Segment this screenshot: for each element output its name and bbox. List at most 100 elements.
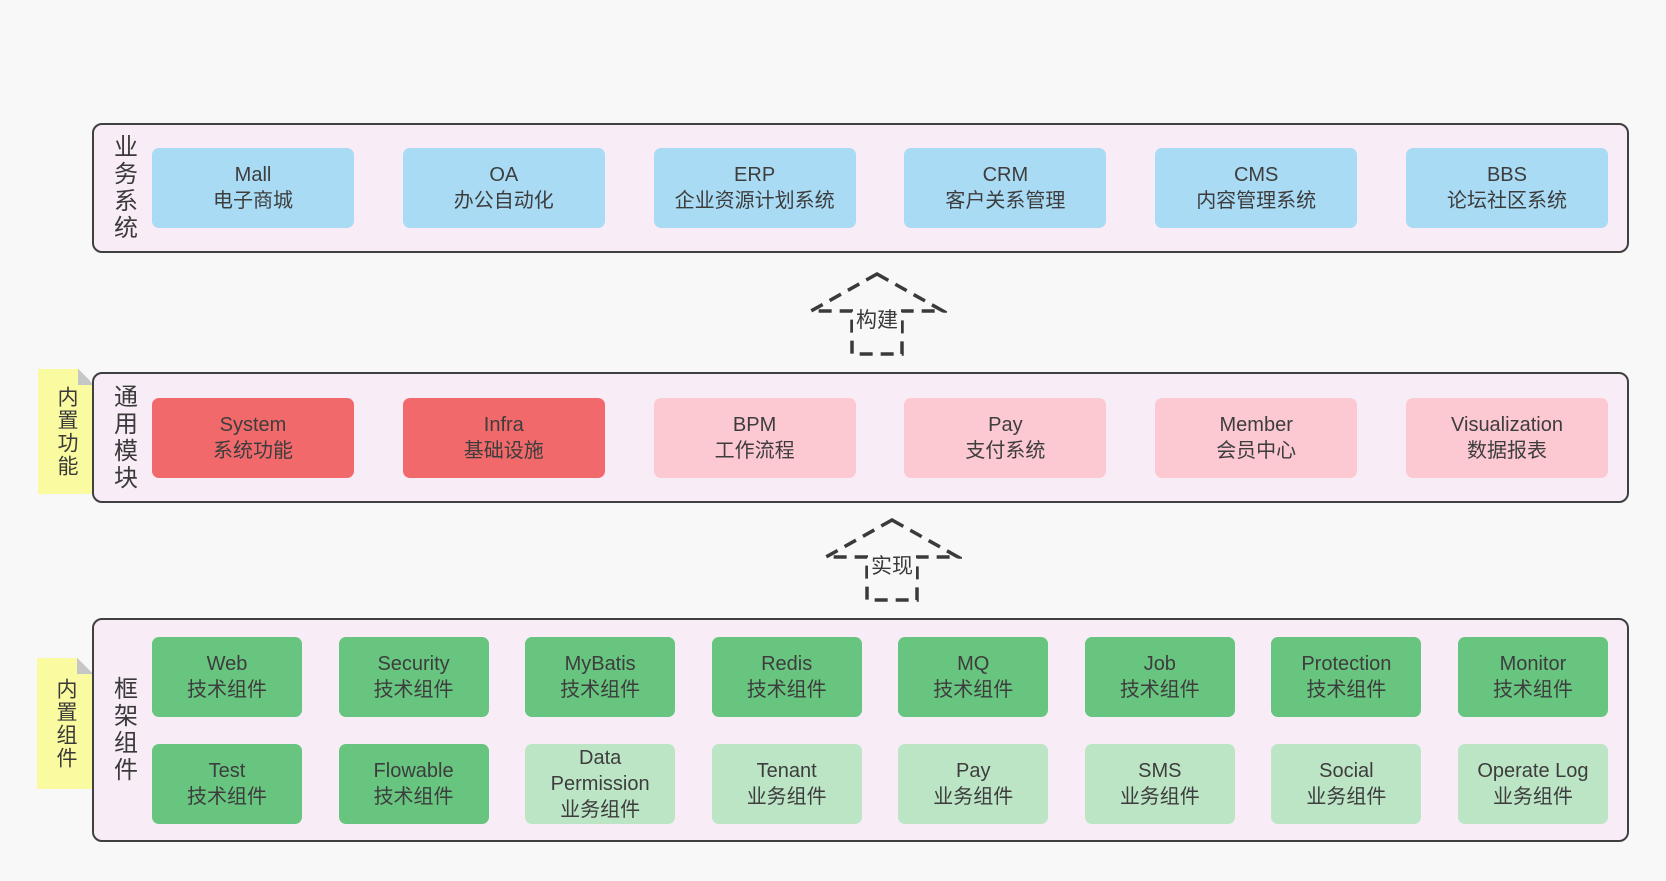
sticky-note-builtin-features: 内置功能 <box>38 369 94 494</box>
box-job: Job 技术组件 <box>1084 636 1235 717</box>
business-systems-box-row: Mall 电子商城 OA 办公自动化 ERP 企业资源计划系统 CRM 客户关系… <box>152 125 1627 251</box>
box-subtitle: 业务组件 <box>746 785 827 808</box>
box-title: Operate Log <box>1477 759 1589 782</box>
box-oa: OA 办公自动化 <box>402 148 605 228</box>
box-crm: CRM 客户关系管理 <box>904 148 1107 228</box>
note-text: 内置组件 <box>54 677 77 770</box>
box-title: Test <box>208 759 246 782</box>
box-subtitle: 支付系统 <box>965 439 1046 462</box>
box-subtitle: 客户关系管理 <box>945 190 1066 212</box>
box-tenant: Tenant 业务组件 <box>711 743 862 824</box>
box-title: Infra <box>483 413 524 436</box>
box-monitor: Monitor 技术组件 <box>1457 636 1608 717</box>
box-flowable: Flowable 技术组件 <box>338 743 489 824</box>
box-cms: CMS 内容管理系统 <box>1155 148 1358 228</box>
box-title: Pay <box>956 759 991 782</box>
box-title: Mall <box>234 164 272 186</box>
box-web: Web 技术组件 <box>152 636 302 717</box>
layer-framework-components: 框架组件 Web 技术组件 Security 技术组件 MyBatis 技术组件… <box>92 618 1629 842</box>
box-bpm: BPM 工作流程 <box>653 397 856 478</box>
box-title: MQ <box>957 652 990 675</box>
box-title: Tenant <box>756 759 817 782</box>
box-subtitle: 技术组件 <box>187 785 267 808</box>
box-subtitle: 电子商城 <box>213 190 293 212</box>
box-title: Protection <box>1301 652 1392 675</box>
box-title: SMS <box>1138 759 1182 782</box>
box-subtitle: 系统功能 <box>213 439 293 462</box>
box-subtitle: 技术组件 <box>187 678 267 701</box>
box-title: BBS <box>1486 164 1527 186</box>
box-subtitle: 技术组件 <box>1119 678 1200 701</box>
box-subtitle: 办公自动化 <box>453 190 554 212</box>
box-data-permission: Data Permission 业务组件 <box>525 743 676 824</box>
box-title: Visualization <box>1451 413 1563 436</box>
box-title: Security <box>377 652 450 675</box>
box-subtitle: 会员中心 <box>1216 439 1297 462</box>
box-system: System 系统功能 <box>152 397 354 478</box>
layer-common-modules: 通用模块 System 系统功能 Infra 基础设施 BPM 工作流程 Pay… <box>92 372 1629 503</box>
box-title: CRM <box>982 164 1029 186</box>
box-subtitle: 技术组件 <box>933 678 1014 701</box>
box-subtitle: 技术组件 <box>373 678 454 701</box>
framework-components-row-1: Web 技术组件 Security 技术组件 MyBatis 技术组件 Redi… <box>152 636 1608 717</box>
box-subtitle: 技术组件 <box>1306 678 1387 701</box>
layer-label-common-modules: 通用模块 <box>109 383 137 492</box>
box-mybatis: MyBatis 技术组件 <box>525 636 676 717</box>
box-member: Member 会员中心 <box>1155 397 1358 478</box>
arrow-implement-label: 实现 <box>868 550 916 580</box>
box-pay-component: Pay 业务组件 <box>898 743 1049 824</box>
box-title: Web <box>206 652 248 675</box>
box-title: ERP <box>734 164 776 186</box>
box-sms: SMS 业务组件 <box>1084 743 1235 824</box>
box-subtitle: 论坛社区系统 <box>1446 190 1567 212</box>
box-title: Pay <box>988 413 1023 436</box>
folded-corner-icon <box>77 658 93 674</box>
layer-label-framework-components: 框架组件 <box>109 676 137 784</box>
box-subtitle: 业务组件 <box>1306 785 1387 808</box>
box-title: MyBatis <box>564 652 636 675</box>
note-text: 内置功能 <box>55 385 78 478</box>
layer-business-systems: 业务系统 Mall 电子商城 OA 办公自动化 ERP 企业资源计划系统 CRM… <box>92 123 1629 253</box>
box-subtitle: 业务组件 <box>1492 785 1573 808</box>
box-subtitle: 业务组件 <box>560 798 641 821</box>
box-bbs: BBS 论坛社区系统 <box>1405 148 1608 228</box>
box-subtitle: 工作流程 <box>714 439 795 462</box>
box-subtitle: 内容管理系统 <box>1196 190 1317 212</box>
box-redis: Redis 技术组件 <box>711 636 862 717</box>
box-title: System <box>219 413 287 436</box>
arrow-implement: 实现 <box>822 517 962 603</box>
box-subtitle: 业务组件 <box>933 785 1014 808</box>
box-pay: Pay 支付系统 <box>904 397 1107 478</box>
box-subtitle: 技术组件 <box>560 678 641 701</box>
box-subtitle: 技术组件 <box>1492 678 1573 701</box>
box-title: BPM <box>732 413 777 436</box>
box-title: OA <box>489 164 519 186</box>
box-subtitle: 技术组件 <box>746 678 827 701</box>
framework-components-rows: Web 技术组件 Security 技术组件 MyBatis 技术组件 Redi… <box>152 620 1627 840</box>
box-protection: Protection 技术组件 <box>1271 636 1422 717</box>
box-subtitle: 企业资源计划系统 <box>674 190 835 212</box>
box-social: Social 业务组件 <box>1271 743 1422 824</box>
box-test: Test 技术组件 <box>152 743 302 824</box>
box-title: CMS <box>1233 164 1279 186</box>
box-title: Data Permission <box>550 746 650 795</box>
box-erp: ERP 企业资源计划系统 <box>653 148 856 228</box>
box-infra: Infra 基础设施 <box>402 397 605 478</box>
box-title: Monitor <box>1499 652 1567 675</box>
layer-label-business-systems: 业务系统 <box>109 134 137 242</box>
box-subtitle: 基础设施 <box>463 439 544 462</box>
box-title: Job <box>1143 652 1176 675</box>
sticky-note-builtin-components: 内置组件 <box>37 658 93 789</box>
box-mq: MQ 技术组件 <box>898 636 1049 717</box>
folded-corner-icon <box>78 369 94 385</box>
box-title: Social <box>1319 759 1374 782</box>
box-subtitle: 业务组件 <box>1119 785 1200 808</box>
box-title: Redis <box>761 652 813 675</box>
common-modules-box-row: System 系统功能 Infra 基础设施 BPM 工作流程 Pay 支付系统… <box>152 374 1627 501</box>
box-operate-log: Operate Log 业务组件 <box>1457 743 1608 824</box>
arrow-build: 构建 <box>807 271 947 357</box>
box-title: Member <box>1219 413 1293 436</box>
framework-components-row-2: Test 技术组件 Flowable 技术组件 Data Permission … <box>152 743 1608 824</box>
box-subtitle: 技术组件 <box>373 785 454 808</box>
box-visualization: Visualization 数据报表 <box>1405 397 1608 478</box>
